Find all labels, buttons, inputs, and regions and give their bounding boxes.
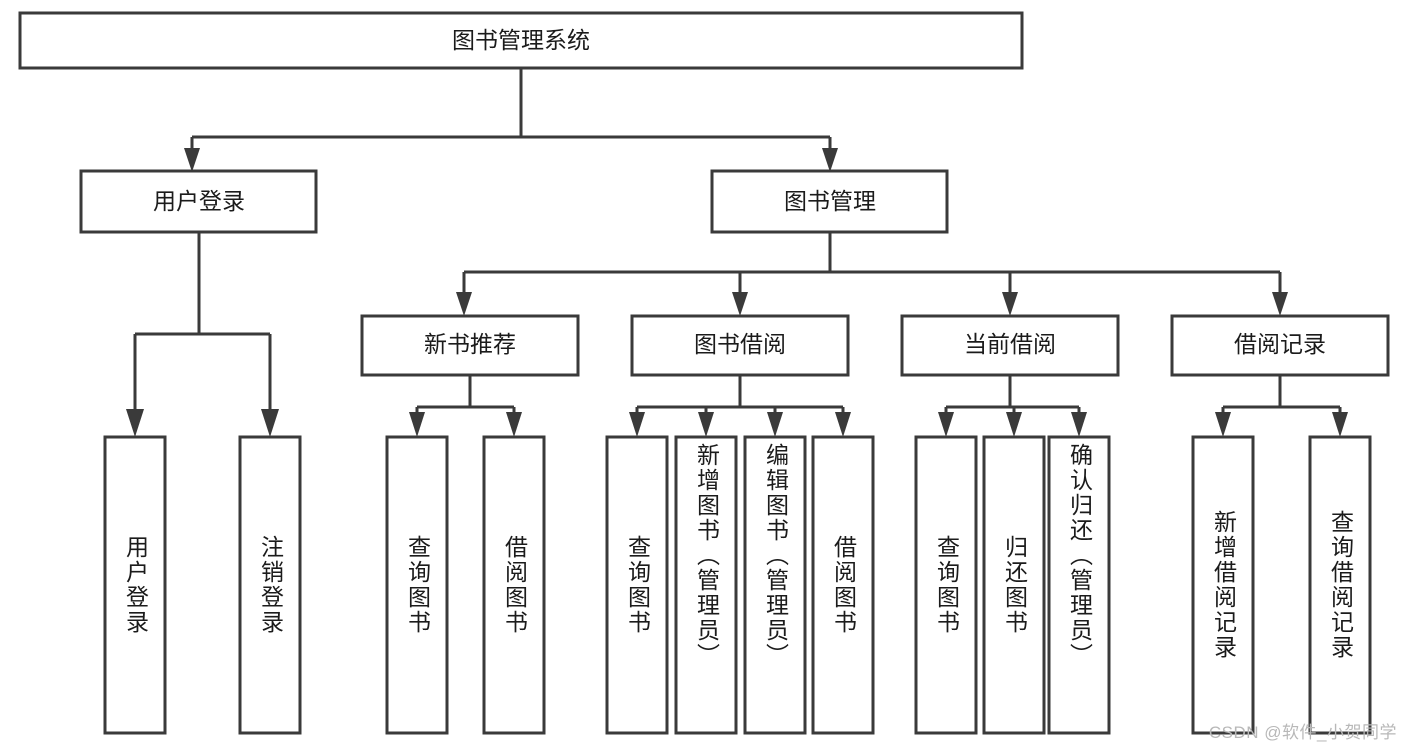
leaf-rect-query-book-1 [385, 435, 449, 735]
connector-current-to-leaves [938, 375, 1087, 437]
leaf-node-logout[interactable]: 注销登录 [240, 437, 300, 733]
node-book-borrow-label: 图书借阅 [694, 331, 786, 357]
leaf-node-edit-book[interactable]: 编辑图书（管理员） [745, 437, 805, 733]
leaf-label-confirm-return: 确认归还（管理员） [1066, 443, 1093, 668]
connector-record-to-leaves [1215, 375, 1348, 437]
leaf-label-edit-book: 编辑图书（管理员） [762, 443, 789, 668]
leaf-rect-query-record [1308, 435, 1372, 735]
node-root[interactable]: 图书管理系统 [18, 11, 1024, 70]
leaf-rect-add-record [1191, 435, 1255, 735]
node-book-management[interactable]: 图书管理 [710, 169, 949, 234]
leaf-node-borrow-book-newbook[interactable]: 借阅图书 [484, 437, 544, 733]
leaf-label-add-book: 新增图书（管理员） [693, 443, 720, 668]
leaf-rect-confirm-return [1047, 435, 1111, 735]
leaf-rect-add-book [674, 435, 738, 735]
leaf-label-query-record: 查询借阅记录 [1327, 510, 1354, 660]
leaf-label-query-book-current: 查询图书 [933, 535, 960, 635]
leaf-node-borrow-book-borrow[interactable]: 借阅图书 [813, 437, 873, 733]
connector-borrow-to-leaves [629, 375, 851, 437]
leaf-label-return-book: 归还图书 [1001, 535, 1028, 635]
node-user-login-label: 用户登录 [153, 188, 245, 214]
leaf-label-user-login: 用户登录 [122, 535, 149, 635]
connector-root-to-level2 [184, 68, 838, 172]
leaf-label-query-book-newbook: 查询图书 [404, 535, 431, 635]
connector-bookmgmt-to-level3 [456, 232, 1288, 316]
leaf-node-query-book-newbook[interactable]: 查询图书 [387, 437, 447, 733]
node-borrow-record[interactable]: 借阅记录 [1170, 314, 1390, 377]
leaf-label-query-book-borrow: 查询图书 [624, 535, 651, 635]
leaf-rect-return-book [982, 435, 1046, 735]
node-root-label: 图书管理系统 [452, 27, 590, 53]
leaf-node-add-book[interactable]: 新增图书（管理员） [676, 437, 736, 733]
leaf-rect-query-book-3 [914, 435, 978, 735]
node-current-borrow-label: 当前借阅 [964, 331, 1056, 357]
leaf-node-confirm-return[interactable]: 确认归还（管理员） [1049, 437, 1109, 733]
leaf-rect-edit-book [743, 435, 807, 735]
node-new-book-recommend-label: 新书推荐 [424, 331, 516, 357]
leaf-node-query-book-current[interactable]: 查询图书 [916, 437, 976, 733]
connector-newbook-to-leaves [409, 375, 522, 437]
leaf-node-add-record[interactable]: 新增借阅记录 [1193, 437, 1253, 733]
leaf-label-borrow-book-borrow: 借阅图书 [830, 535, 857, 635]
leaf-label-add-record: 新增借阅记录 [1210, 510, 1237, 660]
leaf-rect-user-login [103, 435, 167, 735]
leaf-node-return-book[interactable]: 归还图书 [984, 437, 1044, 733]
node-new-book-recommend[interactable]: 新书推荐 [360, 314, 580, 377]
leaf-rect-borrow-book-2 [811, 435, 875, 735]
csdn-watermark: CSDN @软件_小贺同学 [1208, 723, 1397, 742]
leaf-label-borrow-book-newbook: 借阅图书 [501, 535, 528, 635]
leaf-label-logout: 注销登录 [257, 535, 284, 635]
leaf-node-user-login[interactable]: 用户登录 [105, 437, 165, 733]
node-book-borrow[interactable]: 图书借阅 [630, 314, 850, 377]
leaf-rect-query-book-2 [605, 435, 669, 735]
leaf-rect-logout [238, 435, 302, 735]
node-current-borrow[interactable]: 当前借阅 [900, 314, 1120, 377]
leaf-node-query-book-borrow[interactable]: 查询图书 [607, 437, 667, 733]
connector-userlogin-to-leaves [126, 232, 279, 437]
leaf-node-query-record[interactable]: 查询借阅记录 [1310, 437, 1370, 733]
node-book-management-label: 图书管理 [784, 188, 876, 214]
node-borrow-record-label: 借阅记录 [1234, 331, 1326, 357]
node-user-login[interactable]: 用户登录 [79, 169, 318, 234]
leaf-rect-borrow-book-1 [482, 435, 546, 735]
leaf-rects [103, 435, 1372, 735]
